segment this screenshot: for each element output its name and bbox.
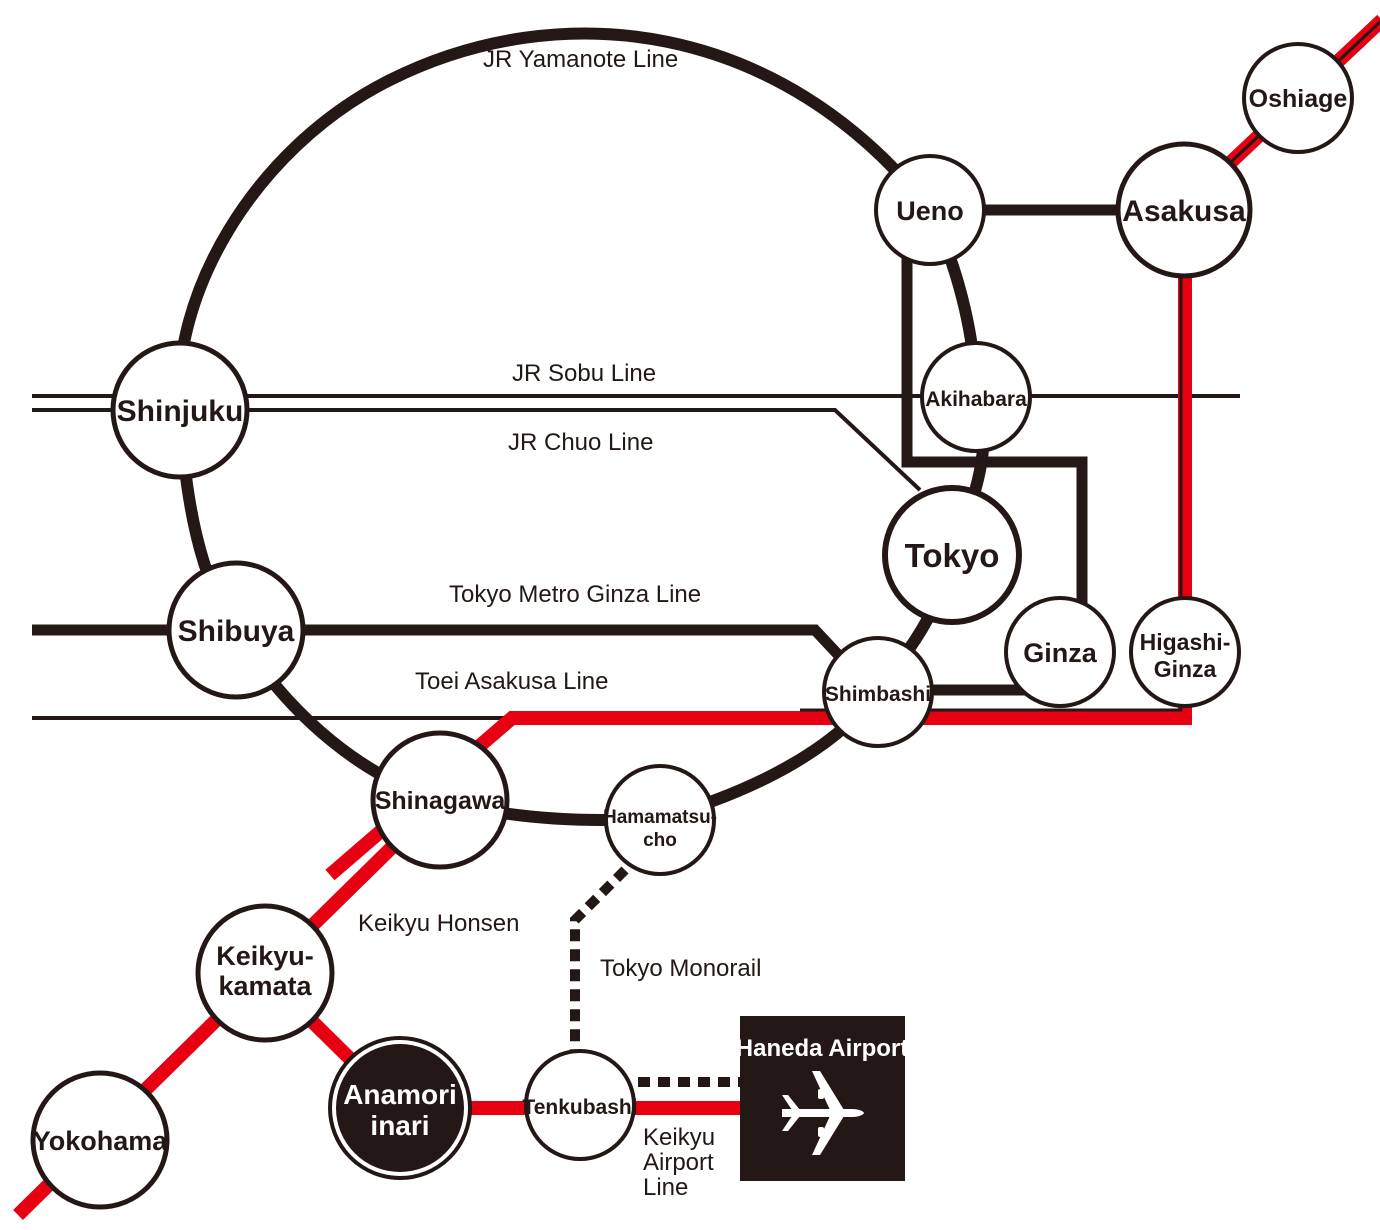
- label-keikyu-airport-3: Line: [643, 1174, 688, 1201]
- station-tokyo[interactable]: Tokyo: [882, 485, 1022, 625]
- stations: Oshiage Ueno Asakusa Shinjuku Akihabara …: [30, 42, 1354, 1210]
- station-higashi-ginza[interactable]: Higashi- Ginza: [1129, 596, 1241, 708]
- station-label: Ginza: [1023, 638, 1097, 668]
- label-keikyu-honsen: Keikyu Honsen: [358, 910, 519, 937]
- station-akihabara[interactable]: Akihabara: [920, 341, 1032, 453]
- station-shimbashi[interactable]: Shimbashi: [822, 636, 934, 748]
- station-label: Shinjuku: [117, 395, 244, 428]
- station-label-line1: Keikyu-: [216, 941, 314, 971]
- station-label-line2: kamata: [218, 971, 312, 1001]
- label-jr-yamanote: JR Yamanote Line: [483, 46, 678, 73]
- station-shinagawa[interactable]: Shinagawa: [370, 730, 510, 870]
- ginza-connector-line: [901, 215, 1088, 652]
- station-keikyu-kamata[interactable]: Keikyu- kamata: [195, 903, 335, 1043]
- label-toei-asakusa: Toei Asakusa Line: [415, 668, 608, 695]
- label-tokyo-metro-ginza: Tokyo Metro Ginza Line: [449, 581, 701, 608]
- tokyo-monorail-line: [570, 866, 629, 1055]
- label-tokyo-monorail: Tokyo Monorail: [600, 955, 761, 982]
- station-label: Asakusa: [1122, 195, 1246, 228]
- station-tenkubashi[interactable]: Tenkubashi: [522, 1049, 638, 1161]
- station-shinjuku[interactable]: Shinjuku: [110, 340, 250, 480]
- haneda-airport[interactable]: Haneda Airport: [736, 1016, 908, 1181]
- label-jr-chuo: JR Chuo Line: [508, 429, 653, 456]
- station-label-line2: Ginza: [1154, 656, 1217, 682]
- station-label-line2: cho: [643, 830, 677, 851]
- keikyu-asakusa-through-line: [325, 14, 1380, 881]
- station-label: Ueno: [896, 196, 964, 226]
- station-shibuya[interactable]: Shibuya: [166, 560, 306, 700]
- label-keikyu-airport-1: Keikyu: [643, 1124, 715, 1151]
- station-label: Tokyo: [905, 537, 1000, 574]
- station-oshiage[interactable]: Oshiage: [1242, 42, 1354, 154]
- label-jr-sobu: JR Sobu Line: [512, 360, 656, 387]
- station-label-line1: Anamori: [343, 1079, 457, 1110]
- station-label: Shimbashi: [825, 683, 931, 706]
- station-label-line2: inari: [370, 1110, 429, 1141]
- station-label-line1: Hamamatsu-: [603, 807, 717, 828]
- station-ginza[interactable]: Ginza: [1004, 596, 1116, 708]
- station-label-line1: Higashi-: [1140, 629, 1231, 655]
- label-keikyu-airport-2: Airport: [643, 1149, 714, 1176]
- station-label: Shibuya: [178, 615, 295, 648]
- station-label: Oshiage: [1249, 85, 1348, 113]
- station-asakusa[interactable]: Asakusa: [1115, 141, 1253, 279]
- station-label: Akihabara: [925, 388, 1027, 411]
- airport-label: Haneda Airport: [736, 1035, 908, 1062]
- station-label: Tenkubashi: [522, 1096, 637, 1119]
- station-ueno[interactable]: Ueno: [874, 154, 986, 266]
- station-hamamatsucho[interactable]: Hamamatsu- cho: [603, 764, 717, 876]
- line-labels: JR Yamanote Line JR Sobu Line JR Chuo Li…: [358, 46, 761, 1201]
- station-yokohama[interactable]: Yokohama: [30, 1070, 170, 1210]
- jr-chuo-line: [250, 408, 922, 492]
- station-anamori-inari[interactable]: Anamori inari: [328, 1036, 472, 1180]
- airplane-icon: [782, 1071, 864, 1155]
- station-label: Yokohama: [33, 1126, 169, 1156]
- station-label: Shinagawa: [375, 787, 507, 815]
